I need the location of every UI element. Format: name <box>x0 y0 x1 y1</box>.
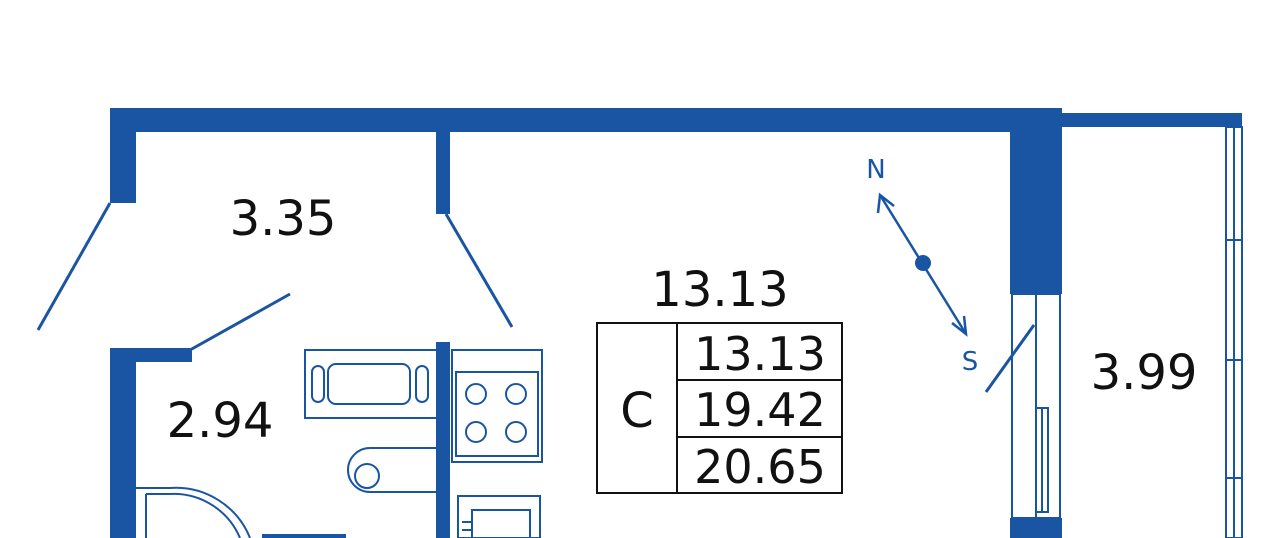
hall-door-swing <box>444 213 514 328</box>
stove-burner <box>505 421 527 443</box>
kitchen-counter <box>304 349 438 419</box>
entry-door-swing <box>36 202 112 331</box>
balcony-railing <box>1225 126 1243 538</box>
south-arrow-icon <box>951 315 968 337</box>
bathroom-top-wall-stub <box>110 348 192 362</box>
shower-cabin <box>136 486 251 538</box>
area-summary-table <box>596 322 843 494</box>
kitchen-partition <box>436 342 450 538</box>
bathroom-door-swing <box>189 292 291 352</box>
main-room-area-label: 13.13 <box>651 262 788 318</box>
balcony-door-window <box>1011 293 1061 519</box>
north-arrow-icon <box>876 192 895 214</box>
right-wall-upper <box>1010 108 1062 294</box>
kitchen-sink <box>327 363 411 405</box>
fridge <box>457 495 541 538</box>
stove-burner <box>465 421 487 443</box>
total-area-value: 19.42 <box>694 383 826 437</box>
balcony-door-swing <box>984 324 1036 393</box>
washbasin <box>262 534 346 538</box>
compass <box>876 192 968 337</box>
apartment-type-label: С <box>620 383 654 439</box>
right-wall-lower <box>1010 518 1062 538</box>
door-swings <box>36 202 1036 393</box>
total-with-balcony-value: 20.65 <box>694 440 826 494</box>
balcony-area-label: 3.99 <box>1091 345 1198 401</box>
walls <box>110 108 1242 538</box>
hallway-area-label: 3.35 <box>230 191 337 247</box>
compass-center-icon <box>915 255 931 271</box>
stove-burner <box>465 383 487 405</box>
stove-burner <box>505 383 527 405</box>
kitchen-fixtures <box>304 349 543 538</box>
hall-partition <box>436 108 450 214</box>
balcony-top-rail <box>1062 113 1242 127</box>
bathroom-area-label: 2.94 <box>167 393 274 449</box>
left-wall-upper <box>110 108 136 203</box>
compass-south-label: S <box>962 347 979 377</box>
living-area-value: 13.13 <box>694 327 826 381</box>
bathroom-left-wall <box>110 348 136 538</box>
stove <box>451 349 543 463</box>
toilet <box>347 447 437 493</box>
bathroom-fixtures <box>136 447 437 538</box>
compass-north-label: N <box>866 155 885 185</box>
top-wall <box>110 108 1062 132</box>
